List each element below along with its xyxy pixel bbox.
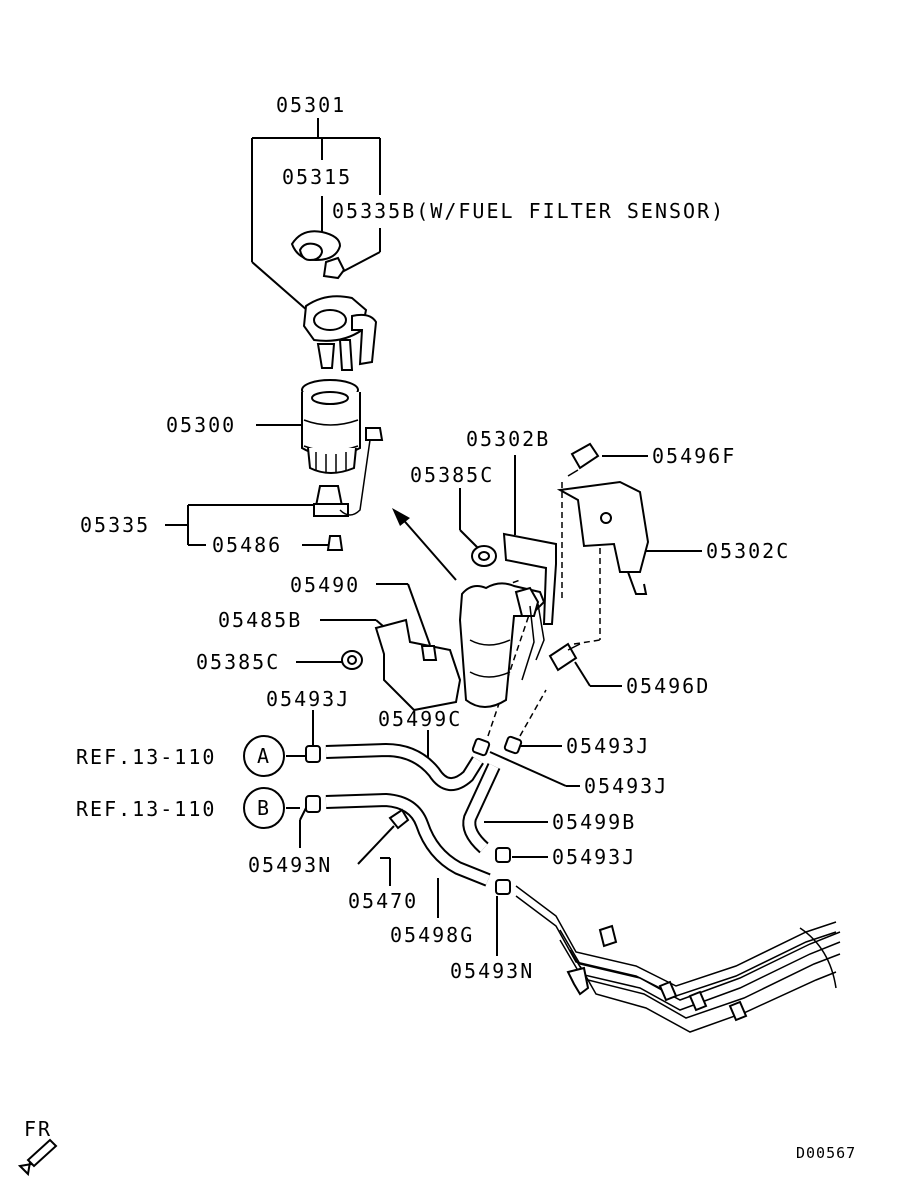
fuel-hoses [305, 735, 523, 895]
label-05385c-bottom[interactable]: 05385C [196, 650, 280, 674]
label-05302c[interactable]: 05302C [706, 539, 790, 563]
ref-b-letter: B [257, 796, 271, 820]
ref-a-text[interactable]: REF.13-110 [76, 745, 216, 769]
leader-lines [165, 118, 702, 956]
fuel-lines [515, 885, 841, 1033]
ref-b-circle[interactable] [243, 787, 285, 829]
label-05486[interactable]: 05486 [212, 533, 282, 557]
clamp [305, 745, 321, 763]
label-05300[interactable]: 05300 [166, 413, 236, 437]
label-05335[interactable]: 05335 [80, 513, 150, 537]
label-05302b[interactable]: 05302B [466, 427, 550, 451]
ref-a-circle[interactable] [243, 735, 285, 777]
label-05490[interactable]: 05490 [290, 573, 360, 597]
fuel-filter-sensor [313, 427, 384, 551]
front-arrow-icon [17, 1138, 58, 1177]
label-05493j-right2[interactable]: 05493J [584, 774, 668, 798]
ref-b-text[interactable]: REF.13-110 [76, 797, 216, 821]
drawing-number: D00567 [796, 1144, 856, 1162]
label-05493j-right1[interactable]: 05493J [566, 734, 650, 758]
filter-head-assembly [290, 230, 378, 371]
label-05385c-top[interactable]: 05385C [410, 463, 494, 487]
label-05499b[interactable]: 05499B [552, 810, 636, 834]
fuel-filter-element [301, 379, 361, 474]
sedimenter-assembly [341, 442, 650, 712]
label-05496d[interactable]: 05496D [626, 674, 710, 698]
clamp [305, 795, 321, 813]
front-label: FR [24, 1117, 52, 1141]
label-05493n-left[interactable]: 05493N [248, 853, 332, 877]
label-05485b[interactable]: 05485B [218, 608, 302, 632]
label-05493j-left[interactable]: 05493J [266, 687, 350, 711]
label-05315[interactable]: 05315 [282, 165, 352, 189]
label-05499c[interactable]: 05499C [378, 707, 462, 731]
label-05496f[interactable]: 05496F [652, 444, 736, 468]
label-05470[interactable]: 05470 [348, 889, 418, 913]
label-05301[interactable]: 05301 [276, 93, 346, 117]
label-05493n-bottom[interactable]: 05493N [450, 959, 534, 983]
label-05498g[interactable]: 05498G [390, 923, 474, 947]
label-05493j-right3[interactable]: 05493J [552, 845, 636, 869]
label-05335b[interactable]: 05335B(W/FUEL FILTER SENSOR) [332, 199, 725, 223]
ref-a-letter: A [257, 744, 271, 768]
